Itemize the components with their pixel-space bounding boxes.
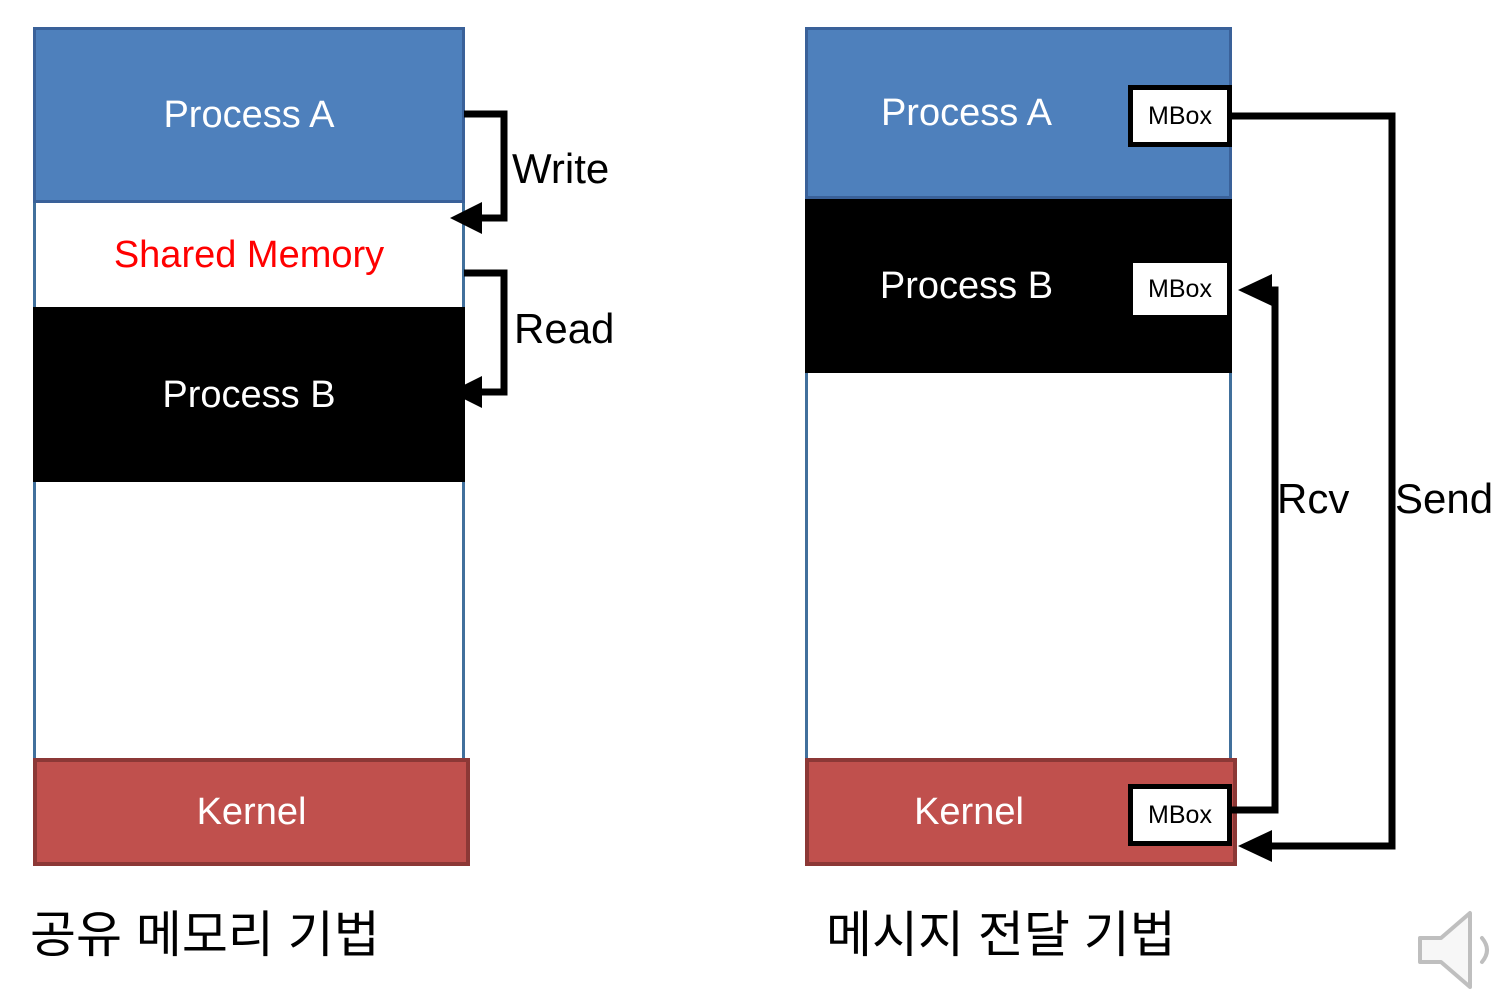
sm-free-space-segment <box>36 482 462 758</box>
mp-process-a-label: Process A <box>880 92 1053 134</box>
speaker-wave <box>1480 936 1489 964</box>
mp-process-a-mbox-label: MBox <box>1148 101 1212 130</box>
mp-process-b-label: Process B <box>879 265 1054 307</box>
mp-kernel-mbox[interactable]: MBox <box>1128 784 1232 846</box>
write-arrow-label: Write <box>512 145 610 192</box>
sm-process-a-segment[interactable]: Process A <box>33 27 465 203</box>
sm-process-a-label: Process A <box>163 94 335 136</box>
speaker-icon[interactable] <box>1408 905 1501 995</box>
message-passing-caption: 메시지 전달 기법 <box>826 907 1176 963</box>
sm-process-b-segment[interactable]: Process B <box>33 307 465 482</box>
mp-kernel-mbox-label: MBox <box>1148 800 1212 829</box>
sm-shared-memory-label: Shared Memory <box>113 234 385 276</box>
mp-process-b-mbox[interactable]: MBox <box>1128 258 1232 320</box>
send-arrow-label: Send <box>1395 475 1494 522</box>
sm-process-b-label: Process B <box>162 373 336 416</box>
rcv-arrow <box>1232 274 1279 814</box>
shared-memory-caption: 공유 메모리 기법 <box>30 907 380 963</box>
mp-free-space-segment <box>808 373 1229 758</box>
rcv-arrow-label: Rcv <box>1277 475 1350 522</box>
sm-kernel-label: Kernel <box>196 791 307 833</box>
mp-process-b-segment[interactable]: Process B <box>805 199 1232 373</box>
mp-process-a-mbox[interactable]: MBox <box>1128 85 1232 147</box>
speaker-body <box>1418 911 1472 989</box>
mp-process-b-mbox-label: MBox <box>1148 274 1212 303</box>
read-arrow-label: Read <box>514 305 615 352</box>
sm-kernel-segment[interactable]: Kernel <box>33 758 470 866</box>
mp-kernel-label: Kernel <box>914 791 1024 833</box>
sm-shared-memory-segment[interactable]: Shared Memory <box>36 203 462 307</box>
mp-kernel-segment[interactable]: Kernel <box>805 758 1237 866</box>
